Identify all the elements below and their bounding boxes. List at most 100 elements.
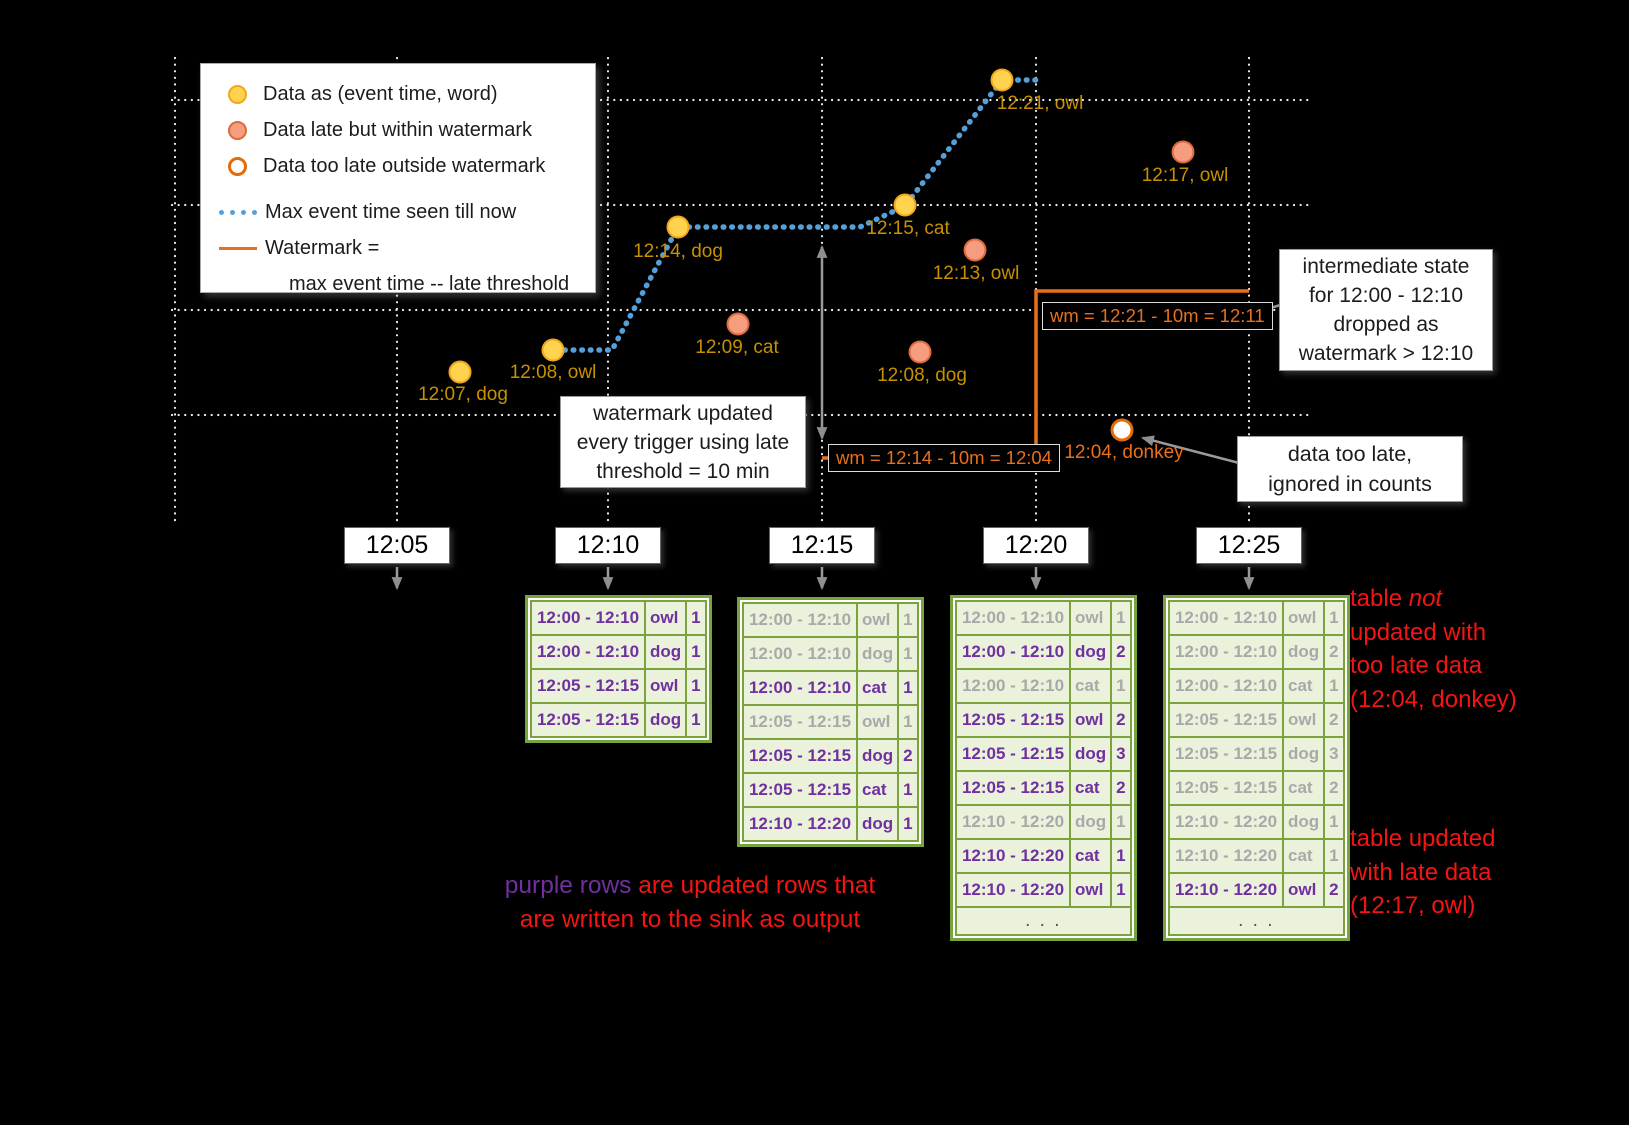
window-cell: 12:05 - 12:15 [955, 770, 1071, 806]
trigger-time-12-25: 12:25 [1196, 527, 1302, 564]
window-cell: 12:00 - 12:10 [1168, 668, 1284, 704]
window-cell: 12:05 - 12:15 [1168, 770, 1284, 806]
word-cell: dog [855, 636, 900, 672]
count-cell: 1 [897, 772, 919, 808]
word-cell: dog [1281, 634, 1326, 670]
legend-item-too-late: Data too late outside watermark [219, 152, 577, 180]
late-dot-icon [228, 120, 247, 140]
word-cell: cat [855, 670, 900, 706]
trigger-arrows [391, 567, 1255, 591]
ellipsis-row: . . . [955, 906, 1132, 936]
note-table-updated-late: table updated with late data (12:17, owl… [1350, 825, 1496, 919]
word-cell: owl [1068, 702, 1113, 738]
window-cell: 12:05 - 12:15 [530, 702, 646, 738]
count-cell: 1 [685, 668, 707, 704]
count-cell: 1 [1110, 668, 1132, 704]
count-cell: 2 [1110, 770, 1132, 806]
word-cell: cat [1281, 838, 1326, 874]
legend-label: Watermark = [265, 236, 380, 259]
count-cell: 2 [1323, 770, 1345, 806]
word-cell: cat [1281, 668, 1326, 704]
watermark-value-label-2: wm = 12:21 - 10m = 12:11 [1042, 302, 1273, 330]
window-cell: 12:05 - 12:15 [742, 704, 858, 740]
window-cell: 12:10 - 12:20 [955, 804, 1071, 840]
window-cell: 12:05 - 12:15 [1168, 736, 1284, 772]
word-cell: dog [855, 738, 900, 774]
purple-rows-text: purple rows [504, 872, 632, 899]
count-cell: 1 [1323, 600, 1345, 636]
note-table-not-updated: table not updated with too late data (12… [1350, 585, 1517, 713]
window-cell: 12:00 - 12:10 [1168, 634, 1284, 670]
window-cell: 12:05 - 12:15 [1168, 702, 1284, 738]
max-event-time-line-icon [219, 209, 257, 215]
count-cell: 1 [685, 702, 707, 738]
word-cell: owl [1281, 872, 1326, 908]
window-cell: 12:05 - 12:15 [530, 668, 646, 704]
count-cell: 1 [1323, 804, 1345, 840]
window-cell: 12:10 - 12:20 [955, 872, 1071, 908]
window-cell: 12:00 - 12:10 [1168, 600, 1284, 636]
word-cell: owl [1068, 600, 1113, 636]
trigger-time-12-10: 12:10 [555, 527, 661, 564]
count-cell: 1 [897, 806, 919, 842]
trigger-time-12-20: 12:20 [983, 527, 1089, 564]
legend-label: Max event time seen till now [265, 200, 517, 223]
legend-label: Data as (event time, word) [263, 82, 498, 105]
count-cell: 1 [685, 600, 707, 636]
window-cell: 12:05 - 12:15 [742, 772, 858, 808]
word-cell: owl [643, 668, 688, 704]
window-cell: 12:00 - 12:10 [955, 668, 1071, 704]
window-cell: 12:10 - 12:20 [955, 838, 1071, 874]
legend-label: Data late but within watermark [263, 118, 533, 141]
count-cell: 2 [1323, 872, 1345, 908]
window-cell: 12:05 - 12:15 [955, 736, 1071, 772]
word-cell: owl [643, 600, 688, 636]
note-purple-rows: purple rows are updated rows that are wr… [504, 872, 876, 933]
count-cell: 2 [1323, 702, 1345, 738]
count-cell: 1 [1110, 804, 1132, 840]
legend-item-watermark: Watermark = [219, 234, 577, 262]
count-cell: 1 [1323, 838, 1345, 874]
legend-item-max-event-time: Max event time seen till now [219, 198, 577, 226]
count-cell: 1 [1323, 668, 1345, 704]
count-cell: 2 [1323, 634, 1345, 670]
count-cell: 1 [1110, 872, 1132, 908]
callout-intermediate-state-dropped: intermediate state for 12:00 - 12:10 dro… [1279, 249, 1493, 371]
window-cell: 12:00 - 12:10 [742, 602, 858, 638]
word-cell: cat [855, 772, 900, 808]
window-cell: 12:00 - 12:10 [530, 634, 646, 670]
trigger-time-12-05: 12:05 [344, 527, 450, 564]
ellipsis-row: . . . [1168, 906, 1345, 936]
legend-item-late: Data late but within watermark [219, 116, 577, 144]
count-cell: 1 [897, 636, 919, 672]
count-cell: 1 [685, 634, 707, 670]
word-cell: dog [643, 702, 688, 738]
count-cell: 1 [1110, 838, 1132, 874]
window-cell: 12:00 - 12:10 [955, 634, 1071, 670]
window-cell: 12:05 - 12:15 [955, 702, 1071, 738]
word-cell: cat [1068, 770, 1113, 806]
callout-watermark-updated: watermark updated every trigger using la… [560, 396, 806, 488]
count-cell: 2 [1110, 634, 1132, 670]
